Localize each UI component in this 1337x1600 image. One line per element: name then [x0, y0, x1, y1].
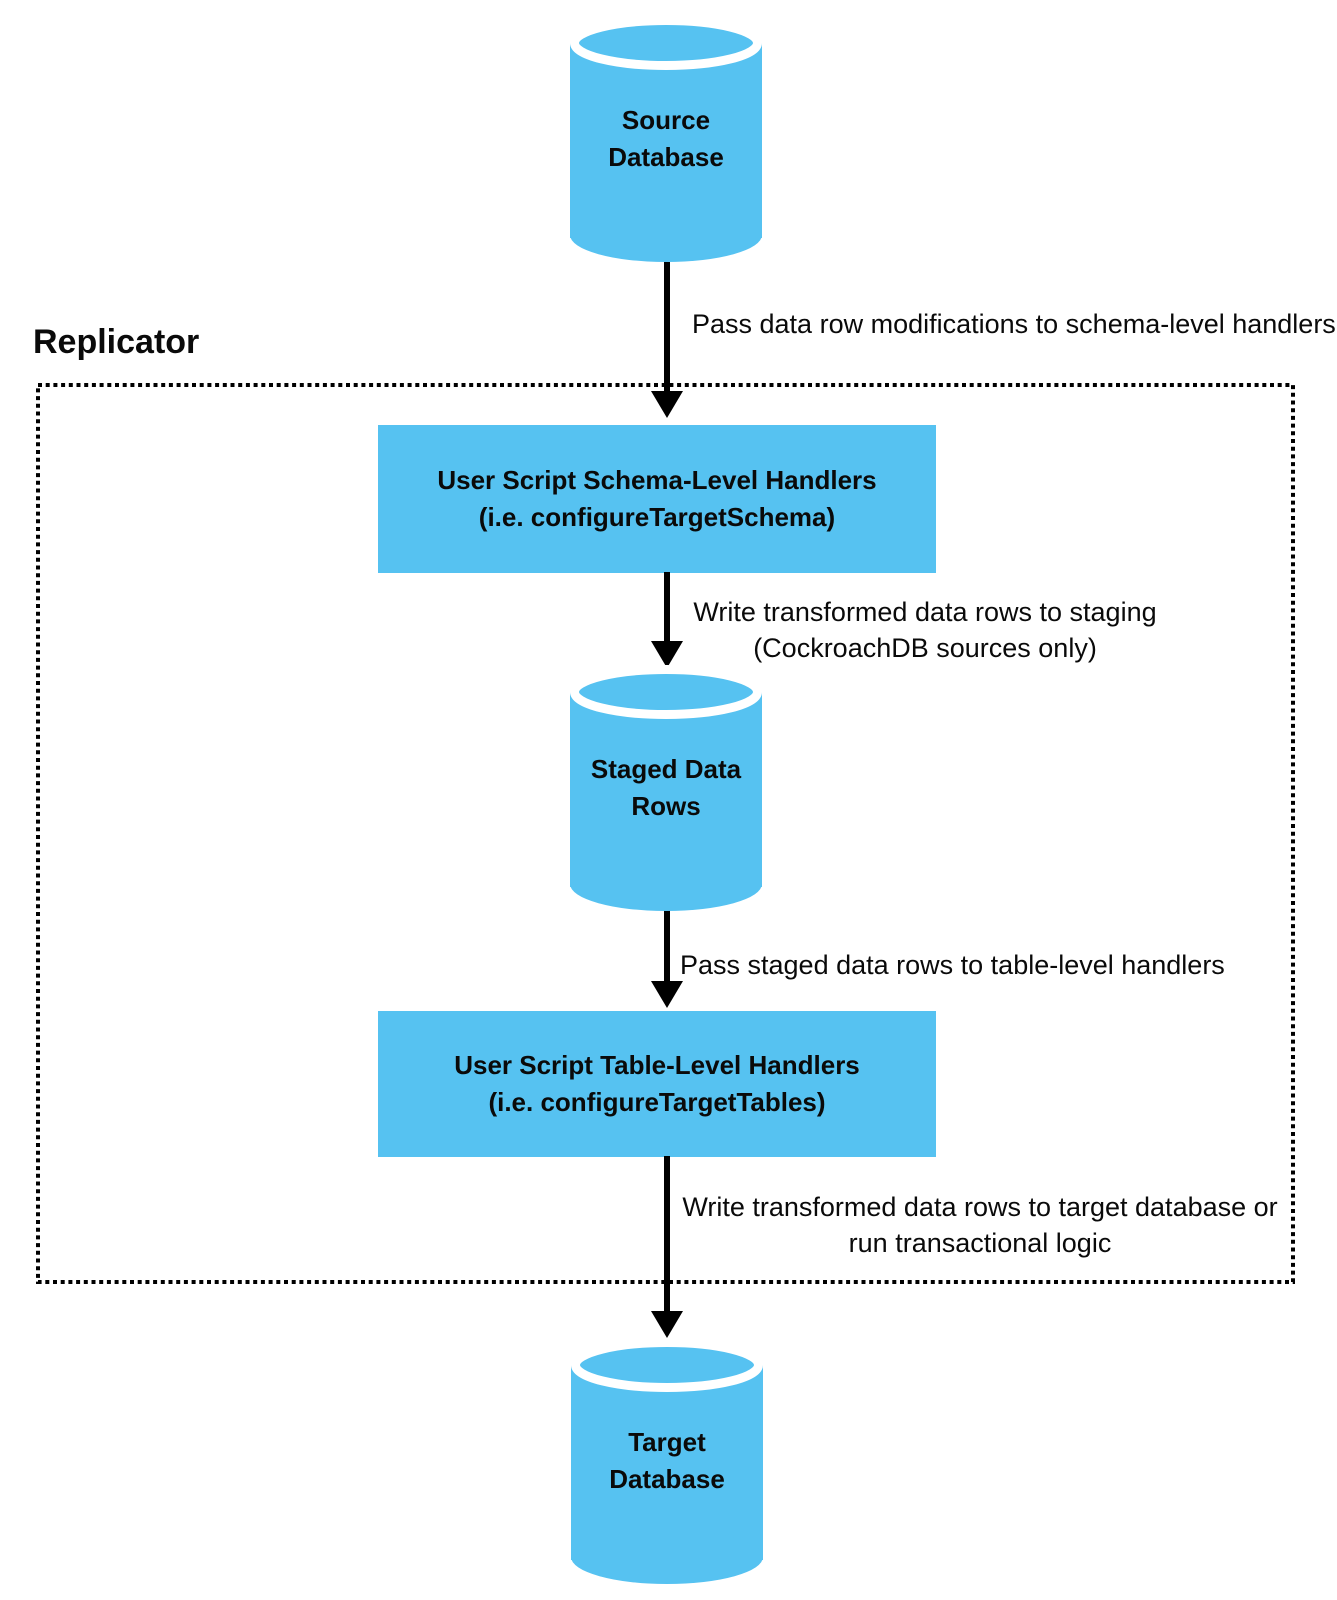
- arrow-head-icon: [651, 641, 683, 668]
- edge-label-schema-to-staging: Write transformed data rows to staging (…: [660, 594, 1190, 666]
- source-database-label-line1: Source: [621, 105, 711, 135]
- target-database-label-line2: Database: [609, 1464, 725, 1494]
- target-database-node: Target Database: [571, 1338, 763, 1584]
- staged-data-rows-label: Staged Data Rows: [591, 751, 741, 825]
- arrow-shaft: [664, 572, 670, 644]
- replicator-group-label: Replicator: [33, 323, 200, 361]
- schema-level-handlers-node: User Script Schema-Level Handlers (i.e. …: [378, 425, 936, 573]
- arrow-table-handlers-to-target: [651, 1156, 683, 1338]
- edge-label-staging-to-table: Pass staged data rows to table-level han…: [680, 950, 1225, 980]
- database-cylinder-icon: [570, 665, 762, 911]
- source-database-label: Source Database: [608, 102, 724, 176]
- arrow-head-icon: [651, 391, 683, 418]
- arrow-staging-to-table-handlers: [651, 908, 683, 1008]
- source-database-node: Source Database: [570, 16, 762, 262]
- arrow-shaft: [664, 908, 670, 984]
- schema-level-handlers-label-line2: (i.e. configureTargetSchema): [478, 502, 836, 532]
- arrow-shaft: [664, 262, 670, 394]
- schema-level-handlers-label-line1: User Script Schema-Level Handlers: [437, 465, 877, 495]
- schema-level-handlers-label: User Script Schema-Level Handlers (i.e. …: [437, 462, 876, 536]
- arrow-head-icon: [651, 981, 683, 1008]
- staged-data-rows-label-line1: Staged Data: [590, 754, 742, 784]
- staged-data-rows-node: Staged Data Rows: [570, 665, 762, 911]
- database-cylinder-icon: [570, 16, 762, 262]
- source-database-label-line2: Database: [608, 142, 724, 172]
- edge-label-table-to-target: Write transformed data rows to target da…: [650, 1189, 1310, 1261]
- edge-label-schema-to-staging-line1: Write transformed data rows to staging: [693, 597, 1157, 627]
- edge-label-table-to-target-line2: run transactional logic: [848, 1228, 1112, 1258]
- arrow-head-icon: [651, 1311, 683, 1338]
- edge-label-table-to-target-line1: Write transformed data rows to target da…: [682, 1192, 1278, 1222]
- target-database-label: Target Database: [609, 1424, 725, 1498]
- arrow-source-to-schema-handlers: [651, 262, 683, 418]
- table-level-handlers-node: User Script Table-Level Handlers (i.e. c…: [378, 1011, 936, 1157]
- table-level-handlers-label-line2: (i.e. configureTargetTables): [488, 1087, 826, 1117]
- database-cylinder-icon: [571, 1338, 763, 1584]
- table-level-handlers-label: User Script Table-Level Handlers (i.e. c…: [454, 1047, 860, 1121]
- edge-label-source-to-schema: Pass data row modifications to schema-le…: [692, 309, 1336, 339]
- arrow-shaft: [664, 1156, 670, 1314]
- edge-label-schema-to-staging-line2: (CockroachDB sources only): [753, 633, 1097, 663]
- table-level-handlers-label-line1: User Script Table-Level Handlers: [454, 1050, 860, 1080]
- staged-data-rows-label-line2: Rows: [631, 791, 701, 821]
- arrow-schema-handlers-to-staging: [651, 572, 683, 668]
- target-database-label-line1: Target: [628, 1427, 706, 1457]
